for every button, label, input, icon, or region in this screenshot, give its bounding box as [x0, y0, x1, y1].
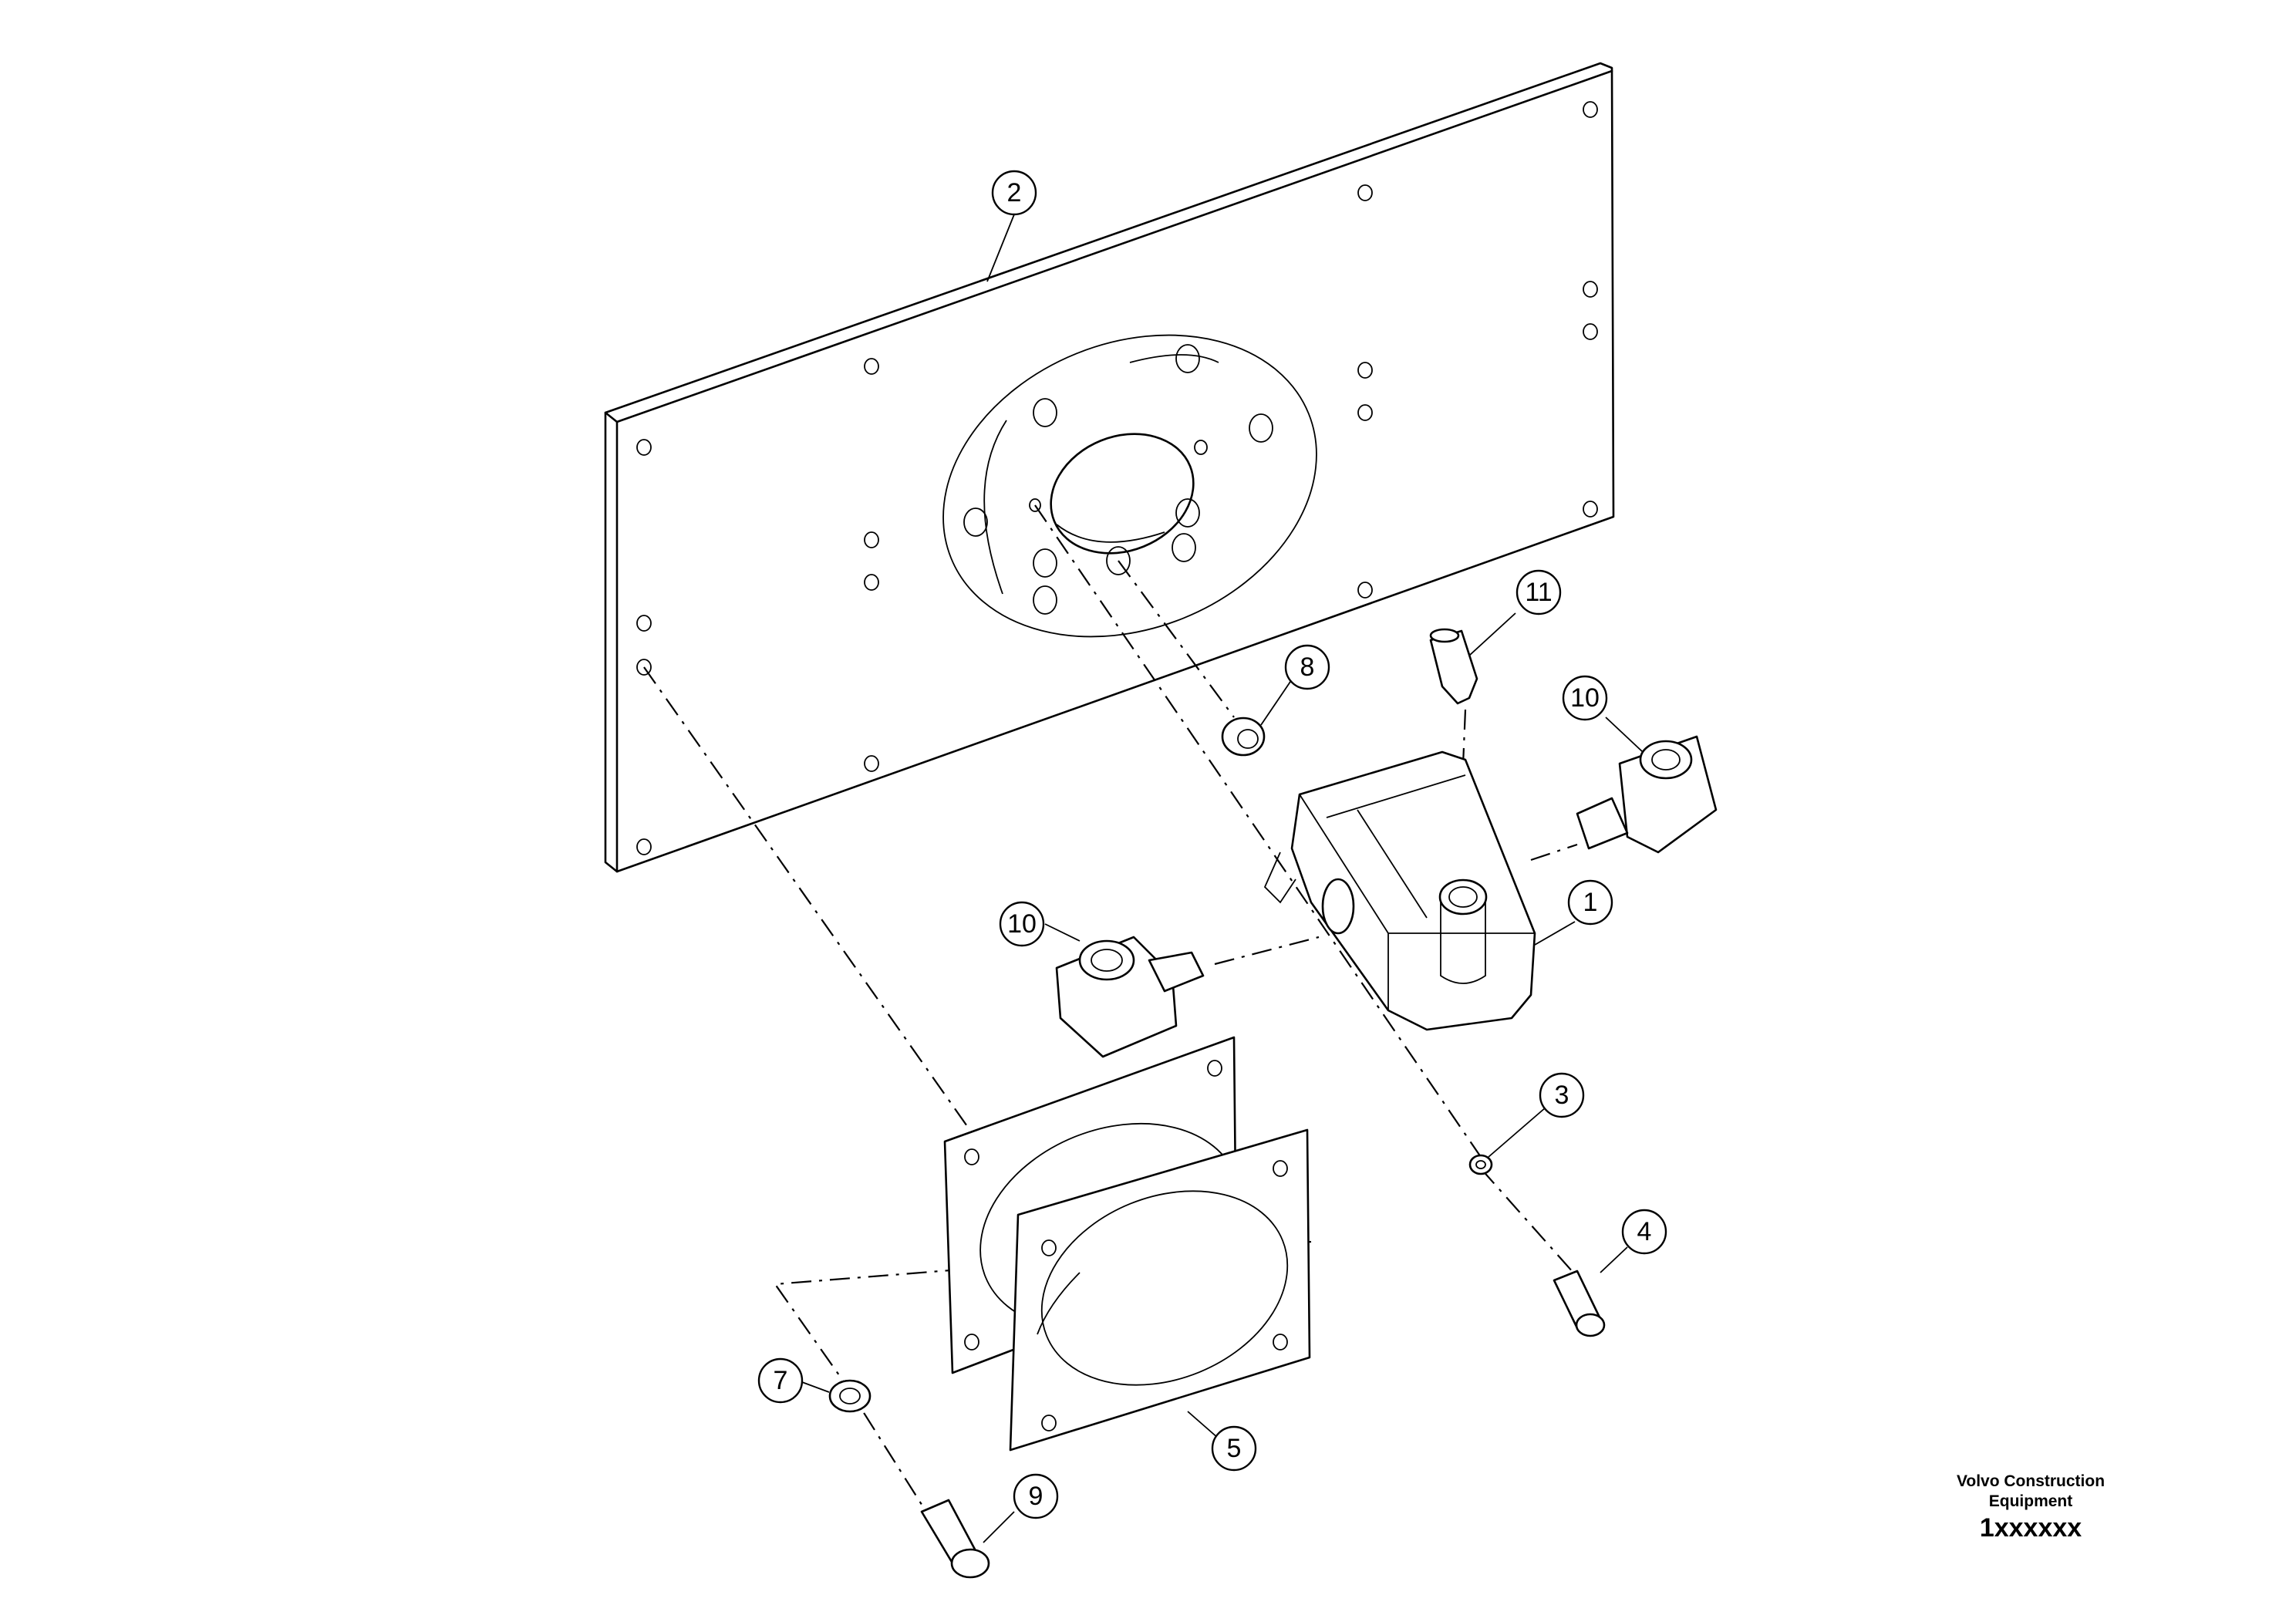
nut	[1221, 717, 1266, 757]
svg-text:8: 8	[1300, 653, 1315, 682]
balloon-3: 3	[1539, 1072, 1585, 1118]
balloon-5: 5	[1211, 1425, 1257, 1472]
balloon-7: 7	[757, 1357, 804, 1404]
drawing-number: 1xxxxxx	[1979, 1513, 2082, 1543]
seal-washer	[828, 1379, 872, 1413]
cap-screw	[1553, 1270, 1606, 1337]
svg-text:9: 9	[1029, 1482, 1043, 1511]
svg-text:3: 3	[1555, 1081, 1569, 1110]
hex-bolt	[920, 1499, 990, 1579]
svg-text:7: 7	[774, 1366, 788, 1395]
company-line-2: Equipment	[1988, 1492, 2073, 1510]
balloon-10-right: 10	[1562, 675, 1608, 721]
fitting	[1429, 628, 1478, 705]
balloon-8: 8	[1284, 644, 1330, 690]
gasket-plate	[1009, 1128, 1311, 1452]
company-line-1: Volvo Construction	[1956, 1472, 2106, 1490]
svg-text:11: 11	[1525, 578, 1552, 607]
balloon-2: 2	[991, 170, 1037, 216]
balloon-1: 1	[1567, 879, 1613, 926]
leader-lines	[801, 214, 1644, 1543]
svg-text:2: 2	[1007, 178, 1022, 207]
washer	[1468, 1154, 1493, 1175]
svg-text:4: 4	[1637, 1217, 1652, 1246]
title-block-company: Volvo Construction Equipment	[1876, 1472, 2185, 1512]
svg-text:5: 5	[1227, 1434, 1242, 1463]
connector-left	[1055, 936, 1205, 1058]
balloon-9: 9	[1013, 1473, 1059, 1519]
balloon-10-left: 10	[999, 901, 1045, 947]
svg-text:10: 10	[1007, 909, 1037, 939]
valve-housing	[1263, 750, 1536, 1031]
mounting-plate	[604, 62, 1615, 873]
svg-text:1: 1	[1583, 888, 1598, 917]
connector-right	[1576, 735, 1718, 854]
balloon-4: 4	[1621, 1209, 1667, 1255]
balloon-11: 11	[1515, 569, 1562, 615]
svg-text:10: 10	[1570, 683, 1600, 713]
